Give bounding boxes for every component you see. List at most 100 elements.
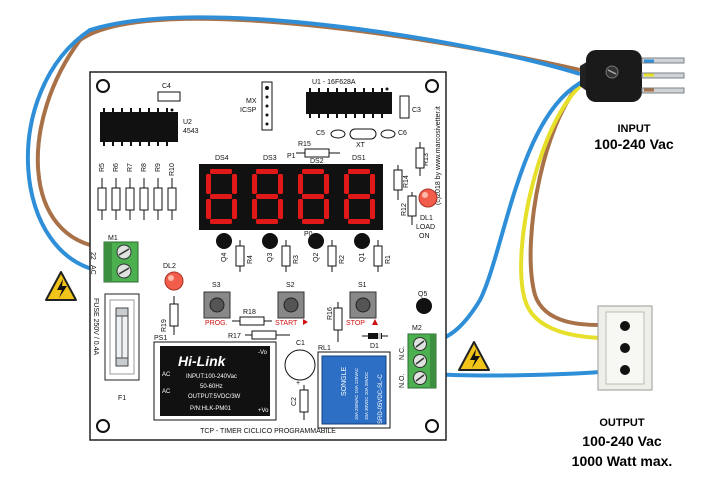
svg-text:S3: S3 [212, 282, 221, 289]
input-label: INPUT 100-240 Vac [594, 123, 674, 152]
warning-icon-right [458, 341, 490, 371]
r15-label: R15 [298, 141, 311, 148]
psu-logo: Hi-Link [178, 353, 227, 369]
svg-text:C2: C2 [291, 397, 298, 406]
output-label: OUTPUT 100-240 Vac 1000 Watt max. [572, 417, 673, 469]
ds1-label: DS1 [352, 155, 366, 162]
capacitors: C1 + C2 [284, 340, 316, 420]
p1-label: P1 [287, 153, 296, 160]
segment-2-f [252, 174, 257, 194]
u1-ic: U1 - 16F628A C3 C5 C6 XT [306, 79, 421, 149]
svg-text:R3: R3 [293, 255, 300, 264]
svg-text:S1: S1 [358, 282, 367, 289]
svg-text:R4: R4 [247, 255, 254, 264]
segment-3-a [302, 169, 324, 174]
xt-crystal [349, 128, 377, 140]
segment-1-f [206, 174, 211, 194]
segment-2-d [256, 219, 278, 224]
relay-spec2: 10A 30VDC 10A 28VDC [364, 371, 369, 420]
icsp-header: MX ICSP [240, 81, 273, 131]
psu-pn: P/N:HLK-PM01 [190, 406, 232, 412]
socket-hole-top [620, 321, 630, 331]
psu-freq: 50-60Hz [200, 384, 223, 390]
c3-label: C3 [412, 107, 421, 114]
icsp-label: ICSP [240, 107, 257, 114]
xt-label: XT [356, 142, 366, 149]
hilink-psu: -Vo Hi-Link AC INPUT:100-240Vac 50-60Hz … [153, 341, 277, 421]
start-label: START [275, 320, 298, 327]
mount-hole-tr [425, 79, 439, 93]
s1-button [349, 291, 377, 319]
resistor-bank: R5 R6 R7 R8 R9 R10 [97, 163, 177, 220]
svg-text:R18: R18 [243, 309, 256, 316]
input-title: INPUT [618, 123, 651, 135]
c4-capacitor [157, 91, 181, 102]
svg-text:+: + [296, 380, 300, 387]
m2-label: M2 [412, 325, 422, 332]
segment-1-c [232, 199, 237, 219]
svg-text:R8: R8 [141, 163, 148, 172]
svg-text:Q1: Q1 [359, 253, 366, 262]
brown-wire-output [528, 74, 601, 327]
segment-3-g [302, 194, 324, 199]
c6-label: C6 [398, 130, 407, 137]
m1-ac-label: AC [89, 265, 96, 275]
svg-text:R13: R13 [423, 153, 430, 166]
svg-text:R6: R6 [113, 163, 120, 172]
svg-text:R1: R1 [385, 255, 392, 264]
segment-1-e [206, 199, 211, 219]
seven-segment-displays: DS4 DS3 DS1 [199, 155, 383, 230]
psu-input: INPUT:100-240Vac [186, 374, 237, 380]
board-title: TCP - TIMER CICLICO PROGRAMMABILE [200, 428, 336, 435]
blue-wire-input [25, 15, 581, 274]
u2-ic: C4 U2 4543 [100, 83, 199, 146]
s2-button [277, 291, 305, 319]
c4-label: C4 [162, 83, 171, 90]
m1-label: M1 [108, 235, 118, 242]
dl1-label: DL1 [420, 215, 433, 222]
c1-capacitor [284, 349, 316, 381]
ds3-label: DS3 [263, 155, 277, 162]
r15-resistor: R15 P1 DS2 [287, 141, 340, 165]
psu-ac1: AC [162, 372, 171, 378]
segment-4-g [348, 194, 370, 199]
fuse-f1: FUSE 250V / 0.4A F1 [92, 293, 140, 402]
socket-hole-bottom [620, 365, 630, 375]
relay-brand: SONGLE [341, 366, 348, 396]
segment-1-g [210, 194, 232, 199]
socket-hole-mid [620, 343, 630, 353]
warning-icon-left [45, 271, 77, 301]
svg-text:Q4: Q4 [221, 253, 228, 262]
segment-1-a [210, 169, 232, 174]
segment-2-a [256, 169, 278, 174]
buttons: S3 PROG. S2 START S1 STOP [203, 282, 378, 327]
segment-4-a [348, 169, 370, 174]
dl1-load: LOAD [416, 224, 435, 231]
m2-terminal: M2 N.C. N.O. [399, 325, 437, 389]
ds2-small-label: DS2 [310, 158, 324, 165]
plug-pin-bottom [641, 87, 685, 94]
segment-4-d [348, 219, 370, 224]
segment-3-b [324, 174, 329, 194]
ps1-label: PS1 [154, 335, 167, 342]
svg-text:R16: R16 [327, 307, 334, 320]
u2-label: U2 [183, 119, 192, 126]
mount-hole-br [425, 419, 439, 433]
p0-label: P0 [304, 231, 313, 238]
m1-22-label: 22 [89, 252, 96, 260]
segment-2-c [278, 199, 283, 219]
q5-transistor [416, 298, 432, 314]
svg-text:R19: R19 [161, 319, 168, 332]
svg-text:Q3: Q3 [267, 253, 274, 262]
dl1-led [418, 188, 438, 208]
svg-text:R7: R7 [127, 163, 134, 172]
m1-terminal: M1 22 AC [89, 235, 139, 283]
input-plug [580, 50, 685, 102]
segment-4-f [344, 174, 349, 194]
psu-vo-minus: -Vo [258, 350, 268, 356]
segment-2-g [256, 194, 278, 199]
plug-pin-mid [641, 72, 685, 79]
output-socket [597, 305, 653, 391]
segment-3-e [298, 199, 303, 219]
